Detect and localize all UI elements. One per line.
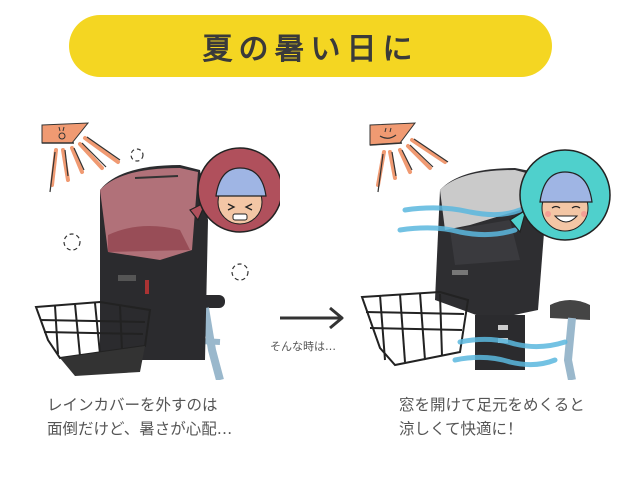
- page-title: 夏の暑い日に: [202, 32, 419, 67]
- smiling-sun-icon: [369, 122, 449, 193]
- angry-sun-icon: [41, 122, 121, 193]
- sweating-child-bubble: [189, 147, 280, 233]
- right-arrow-icon: [280, 306, 344, 330]
- front-basket: [360, 290, 470, 367]
- transition-arrow: [272, 300, 362, 360]
- before-scene-illustration: [30, 110, 280, 380]
- transition-caption: そんな時は…: [270, 340, 336, 353]
- title-banner: 夏の暑い日に: [69, 15, 552, 77]
- steam-puff-icon: [63, 148, 249, 281]
- after-caption-line-1: 窓を開けて足元をめくると: [399, 396, 585, 414]
- before-caption-line-2: 面倒だけど、暑さが心配…: [47, 420, 233, 438]
- happy-child-bubble: [509, 149, 611, 241]
- breeze-icon: [397, 205, 568, 368]
- before-caption: レインカバーを外すのは 面倒だけど、暑さが心配…: [47, 393, 232, 441]
- before-caption-line-1: レインカバーを外すのは: [47, 396, 218, 414]
- after-caption: 窓を開けて足元をめくると 涼しくて快適に！: [399, 393, 585, 441]
- after-caption-line-2: 涼しくて快適に！: [399, 420, 523, 438]
- after-scene-illustration: [340, 110, 615, 380]
